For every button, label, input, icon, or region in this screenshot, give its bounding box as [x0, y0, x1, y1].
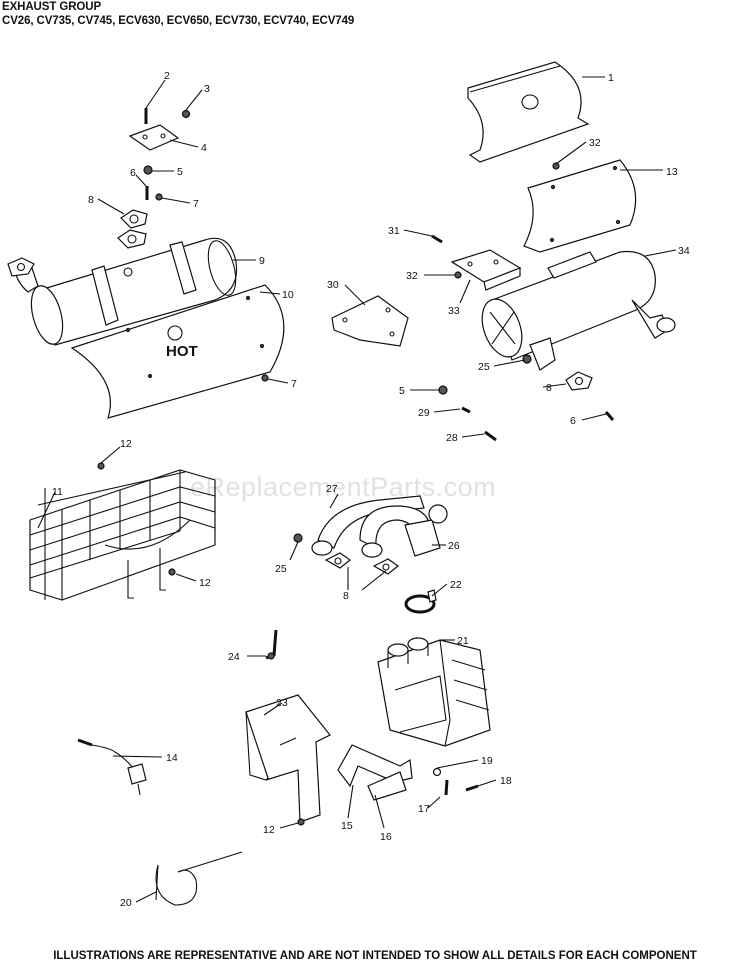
part-24-bracket[interactable]: [265, 629, 278, 660]
part-34-muffler[interactable]: [475, 250, 676, 371]
part-19-washer[interactable]: [432, 767, 442, 777]
callout-12-top: 12: [120, 438, 132, 450]
part-6-bolt-b[interactable]: [604, 411, 615, 421]
callout-7-lower: 7: [291, 378, 297, 390]
part-25-nut[interactable]: [522, 354, 532, 364]
callout-26: 26: [448, 540, 460, 552]
model-list: CV26, CV735, CV745, ECV630, ECV650, ECV7…: [2, 15, 355, 27]
callout-10: 10: [282, 289, 294, 301]
callout-16: 16: [380, 831, 392, 843]
callout-11: 11: [52, 486, 63, 498]
callout-12-cage: 12: [199, 577, 211, 589]
callout-6: 6: [130, 167, 136, 179]
part-22-clamp[interactable]: [404, 589, 437, 614]
callout-24: 24: [228, 651, 240, 663]
callout-31: 31: [388, 225, 400, 237]
part-28-bolt[interactable]: [484, 430, 497, 442]
part-17-screw[interactable]: [444, 779, 449, 796]
callout-7: 7: [193, 198, 199, 210]
part-10-heat-shield[interactable]: HOT: [70, 284, 285, 419]
callout-5: 5: [177, 166, 183, 178]
leader-lines: [37, 76, 677, 903]
part-4-plate[interactable]: [128, 124, 180, 151]
callout-22: 22: [450, 579, 462, 591]
part-31-screw[interactable]: [431, 234, 443, 244]
part-8-gasket-c[interactable]: [565, 371, 593, 391]
callout-8-pipes: 8: [343, 590, 349, 602]
part-21-muffler[interactable]: [377, 637, 491, 747]
callout-3: 3: [204, 83, 210, 95]
part-20-wire-tie[interactable]: [155, 851, 243, 906]
part-32-screw-b[interactable]: [454, 271, 462, 279]
callout-30: 30: [327, 279, 339, 291]
callout-19: 19: [481, 755, 493, 767]
callout-32-mid: 32: [406, 270, 418, 282]
part-5-nut[interactable]: [143, 165, 153, 175]
part-29-stud[interactable]: [461, 406, 471, 414]
part-18-screw[interactable]: [465, 784, 479, 792]
part-14-oxygen-sensor[interactable]: [77, 738, 147, 796]
callout-21: 21: [457, 635, 469, 647]
callout-34: 34: [678, 245, 690, 257]
callout-18: 18: [500, 775, 512, 787]
callout-1: 1: [608, 72, 614, 84]
callout-2: 2: [164, 70, 170, 82]
callout-8: 8: [88, 194, 94, 206]
part-3-nut[interactable]: [181, 109, 191, 119]
callout-15: 15: [341, 820, 353, 832]
part-8-gasket[interactable]: [120, 209, 148, 229]
part-30-bracket[interactable]: [331, 295, 409, 347]
part-5-nut-b[interactable]: [438, 385, 448, 395]
callout-5-right: 5: [399, 385, 405, 397]
callout-23: 23: [276, 697, 288, 709]
callout-8-right: 8: [546, 382, 552, 394]
callout-12-shield: 12: [263, 824, 275, 836]
callout-6-right: 6: [570, 415, 576, 427]
callout-29: 29: [418, 407, 430, 419]
part-12-screw-c[interactable]: [297, 818, 305, 826]
part-1-heat-shield[interactable]: [467, 61, 590, 163]
callout-20: 20: [120, 897, 132, 909]
watermark: eReplacementParts.com: [190, 472, 497, 502]
part-16-bracket[interactable]: [367, 771, 407, 801]
part-11-muffler-guard[interactable]: [29, 469, 216, 601]
hot-warning-label: HOT: [166, 343, 198, 360]
callout-25-right: 25: [478, 361, 490, 373]
part-7-screw[interactable]: [155, 193, 163, 201]
part-7-screw-b[interactable]: [261, 374, 269, 382]
callout-numbers: 1 2 3 4 5 6 7 8 8 8 9 10 7 11 12 12 12 1…: [52, 70, 690, 909]
callout-33: 33: [448, 305, 460, 317]
part-25-nut-b[interactable]: [293, 533, 303, 543]
part-13-heat-shield[interactable]: [523, 159, 637, 253]
part-9-muffler[interactable]: [7, 237, 241, 348]
callout-32-top: 32: [589, 137, 601, 149]
part-8-gasket-b[interactable]: [117, 229, 147, 249]
part-12-screw-a[interactable]: [97, 462, 105, 470]
part-33-bracket[interactable]: [450, 249, 522, 291]
callout-4: 4: [201, 142, 207, 154]
callout-13: 13: [666, 166, 678, 178]
callout-14: 14: [166, 752, 178, 764]
part-32-screw-a[interactable]: [552, 162, 560, 170]
callout-27: 27: [326, 483, 338, 495]
callout-9: 9: [259, 255, 265, 267]
page-title: EXHAUST GROUP: [2, 1, 102, 13]
callout-17: 17: [418, 803, 430, 815]
disclaimer-footer: ILLUSTRATIONS ARE REPRESENTATIVE AND ARE…: [53, 950, 697, 962]
part-12-screw-b[interactable]: [168, 568, 176, 576]
callout-25-pipes: 25: [275, 563, 287, 575]
part-26-exhaust-pipe[interactable]: [359, 504, 448, 558]
part-23-heat-shield[interactable]: [245, 694, 331, 823]
part-8-gaskets-d[interactable]: [324, 552, 400, 575]
callout-28: 28: [446, 432, 458, 444]
